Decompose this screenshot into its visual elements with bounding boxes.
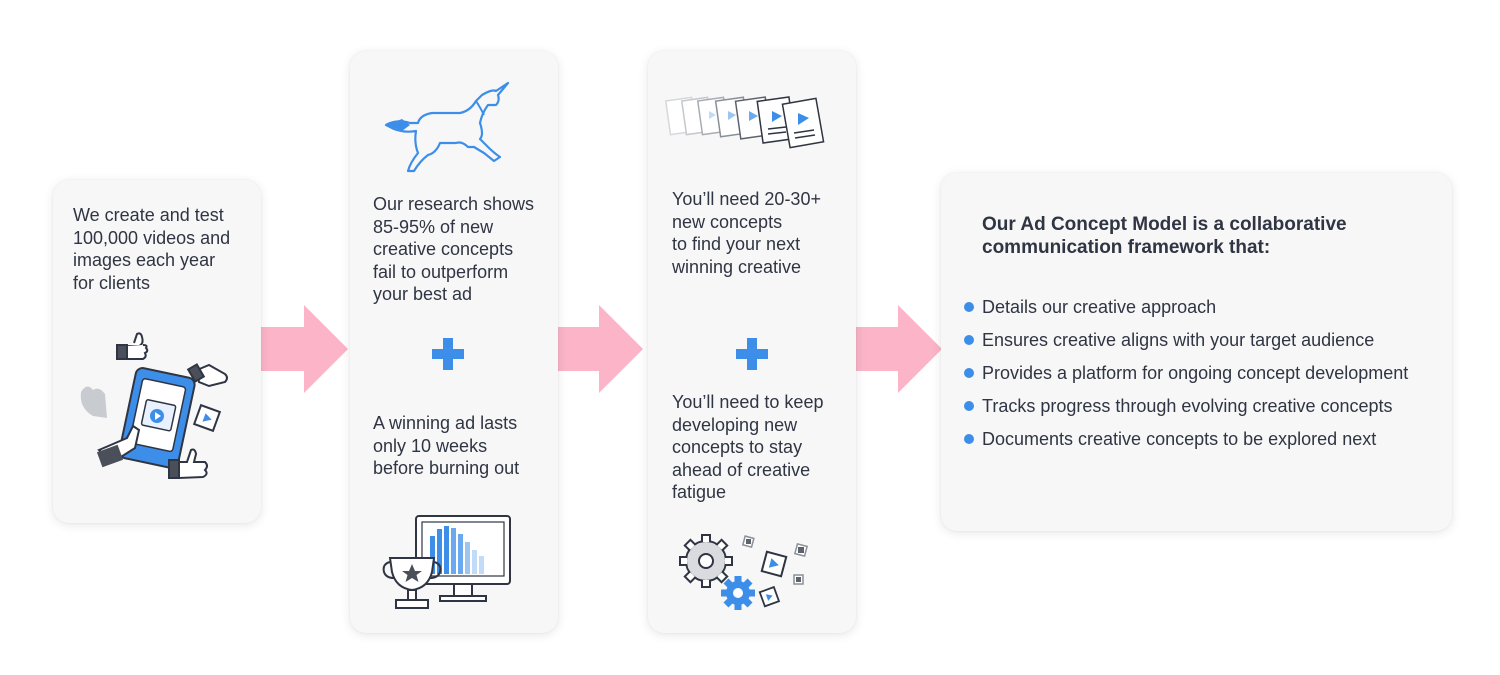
step-3-text-top: You’ll need 20-30+ new concepts to find … — [672, 189, 821, 277]
list-item: Documents creative concepts to be explor… — [961, 428, 1408, 461]
step-1-card: We create and test 100,000 videos and im… — [53, 180, 261, 523]
step-3-card: You’ll need 20-30+ new concepts to find … — [648, 51, 856, 633]
hand-holding-tablet-icon — [80, 332, 228, 480]
bullet-dot-icon — [964, 335, 974, 345]
summary-card: Our Ad Concept Model is a collaborative … — [941, 173, 1452, 531]
step-3-text-bottom: You’ll need to keep developing new conce… — [672, 392, 824, 502]
arrow-right-icon — [852, 305, 942, 393]
step-2-card: Our research shows 85-95% of new creativ… — [350, 51, 558, 633]
unicorn-icon — [384, 81, 510, 173]
plus-icon — [432, 338, 464, 370]
bullet-dot-icon — [964, 434, 974, 444]
step-2-text-top: Our research shows 85-95% of new creativ… — [373, 194, 535, 304]
list-item: Details our creative approach — [961, 296, 1408, 329]
bullet-dot-icon — [964, 401, 974, 411]
summary-bullet-list: Details our creative approach Ensures cr… — [961, 296, 1408, 461]
step-1-text: We create and test 100,000 videos and im… — [73, 205, 231, 293]
bullet-dot-icon — [964, 302, 974, 312]
bullet-text: Provides a platform for ongoing concept … — [982, 363, 1409, 383]
bullet-text: Tracks progress through evolving creativ… — [982, 396, 1393, 416]
bullet-dot-icon — [964, 368, 974, 378]
list-item: Tracks progress through evolving creativ… — [961, 395, 1408, 428]
list-item: Ensures creative aligns with your target… — [961, 329, 1408, 362]
bullet-text: Details our creative approach — [982, 297, 1217, 317]
plus-icon — [736, 338, 768, 370]
gears-icon — [679, 534, 809, 610]
step-2-text-bottom: A winning ad lasts only 10 weeks before … — [373, 413, 520, 478]
arrow-right-icon — [553, 305, 643, 393]
summary-title: Our Ad Concept Model is a collaborative … — [982, 214, 1347, 258]
bullet-text: Ensures creative aligns with your target… — [982, 330, 1375, 350]
document-stack-icon — [664, 96, 825, 149]
bullet-text: Documents creative concepts to be explor… — [982, 429, 1377, 449]
list-item: Provides a platform for ongoing concept … — [961, 362, 1408, 395]
arrow-right-icon — [258, 305, 348, 393]
trophy-and-monitor-icon — [382, 515, 511, 609]
